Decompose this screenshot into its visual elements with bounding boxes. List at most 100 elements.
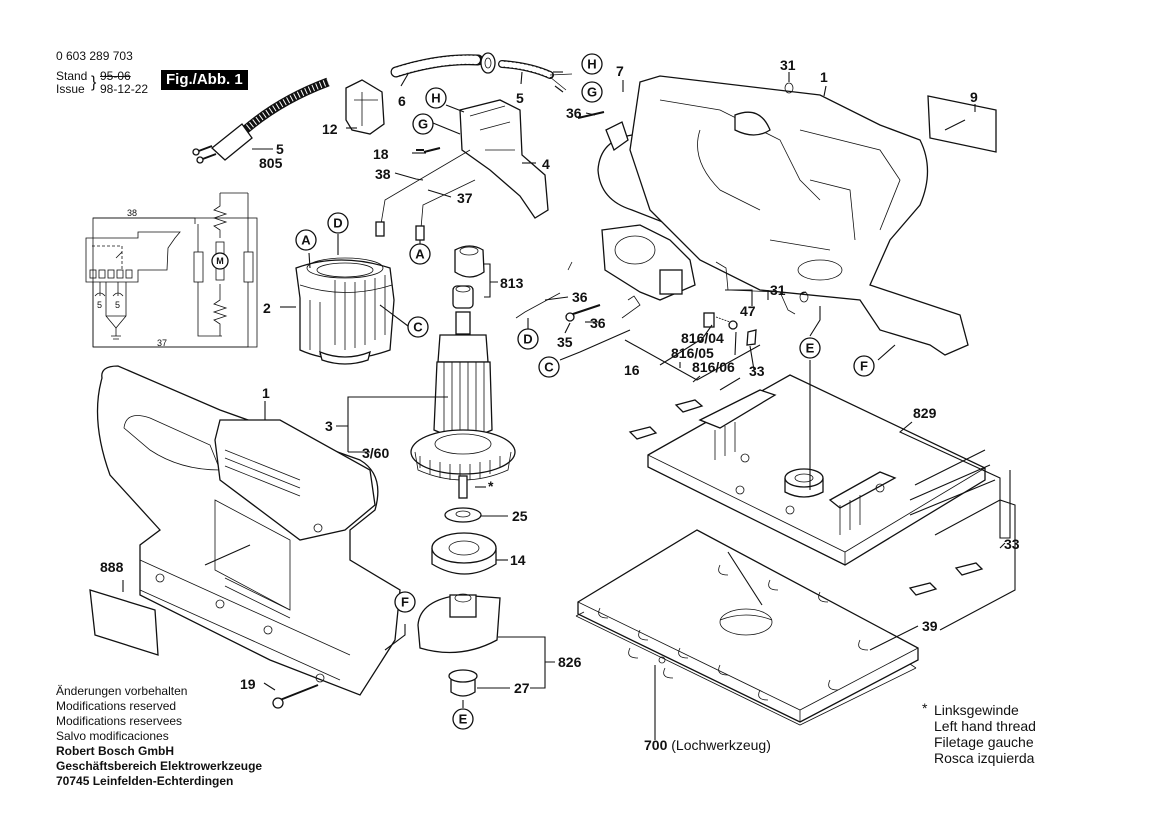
footer-line: Modifications reserved — [56, 699, 177, 713]
callout-A-stator: A — [295, 229, 317, 251]
svg-text:A: A — [415, 247, 425, 262]
division-name: Geschäftsbereich Elektrowerkzeuge — [56, 759, 263, 773]
label-part-36-screw: 36 — [566, 105, 582, 121]
o-ring-31b — [799, 291, 809, 303]
motor-housing-top — [577, 75, 997, 356]
screw-19 — [279, 684, 319, 701]
switch — [375, 99, 549, 241]
callout-H-switch: H — [425, 87, 447, 109]
svg-text:D: D — [523, 332, 532, 347]
label-part-33-right: 33 — [1004, 536, 1020, 552]
label-part-31-mid: 31 — [770, 282, 786, 298]
field-coil-bottom — [212, 284, 228, 336]
label-part-36-a: 36 — [572, 289, 588, 305]
tool-text: (Lochwerkzeug) — [671, 737, 771, 753]
note-line: Left hand thread — [934, 718, 1036, 734]
label-part-6: 6 — [398, 93, 406, 109]
label-part-826: 826 — [558, 654, 582, 670]
armature-shaft — [458, 475, 468, 499]
ground-symbol — [111, 328, 121, 340]
svg-text:H: H — [431, 91, 440, 106]
label-part-37: 37 — [457, 190, 473, 206]
callout-C-stator: C — [407, 316, 429, 338]
grommet — [480, 52, 496, 74]
footer-block: Änderungen vorbehalten Modifications res… — [56, 684, 262, 789]
callout-D-stator: D — [327, 212, 349, 234]
label-part-4: 4 — [542, 156, 550, 172]
figure-label: Fig./Abb. 1 — [161, 70, 248, 90]
leader-lines — [122, 71, 1016, 740]
label-part-18: 18 — [373, 146, 389, 162]
label-part-888: 888 — [100, 559, 124, 575]
sander-housing — [89, 365, 401, 709]
power-plug-cable — [192, 77, 330, 164]
note-line: Linksgewinde — [934, 702, 1019, 718]
o-ring-31 — [784, 82, 794, 94]
resistor-left — [193, 251, 204, 283]
label-part-16: 16 — [624, 362, 640, 378]
pads-33-bottom — [908, 562, 984, 596]
stand-value: 95-06 — [100, 69, 131, 83]
callout-F-housing: F — [853, 355, 875, 377]
brace: } — [91, 74, 97, 91]
label-part-7: 7 — [616, 63, 624, 79]
callout-A-wire: A — [409, 243, 431, 265]
stand-label: Stand — [56, 69, 88, 83]
callout-F-sander: F — [394, 591, 416, 613]
plug — [211, 123, 253, 161]
label-part-1-left: 1 — [262, 385, 270, 401]
lower-drive-parts — [417, 507, 501, 697]
base-plate — [628, 374, 986, 596]
label-part-805: 805 — [259, 155, 283, 171]
brush-816-04 — [703, 312, 715, 328]
motor-symbol — [211, 252, 229, 270]
label-part-5-plug: 5 — [276, 141, 284, 157]
svg-text:G: G — [587, 85, 597, 100]
callouts: H G H G A D A C D C E F F E — [295, 53, 875, 730]
svg-text:E: E — [806, 341, 815, 356]
svg-text:C: C — [413, 320, 423, 335]
field-stator — [295, 257, 395, 365]
label-part-12: 12 — [322, 121, 338, 137]
svg-text:G: G — [418, 117, 428, 132]
label-part-25: 25 — [512, 508, 528, 524]
cap-816-06 — [746, 329, 757, 346]
footer-line: Änderungen vorbehalten — [56, 684, 188, 698]
svg-text:D: D — [333, 216, 342, 231]
spring-47 — [715, 261, 796, 315]
label-star: * — [488, 478, 494, 494]
svg-text:H: H — [587, 57, 596, 72]
label-part-35: 35 — [557, 334, 573, 350]
thread-note: * Linksgewinde Left hand thread Filetage… — [922, 700, 1036, 766]
callout-G-switch: G — [412, 113, 434, 135]
wire-38-label: 38 — [127, 208, 137, 218]
svg-text:E: E — [459, 712, 468, 727]
svg-text:F: F — [401, 595, 409, 610]
svg-text:F: F — [860, 359, 868, 374]
brush-holder-assembly — [515, 224, 809, 346]
callout-E-housing: E — [799, 337, 821, 359]
armature — [410, 245, 516, 499]
tool-note: 700 (Lochwerkzeug) — [644, 737, 771, 753]
label-part-27: 27 — [514, 680, 530, 696]
label-888 — [89, 589, 159, 656]
label-part-5-cable: 5 — [516, 90, 524, 106]
label-part-816-06: 816/06 — [692, 359, 735, 375]
issue-value: 98-12-22 — [100, 82, 149, 96]
counterweight-826 — [417, 594, 501, 654]
label-part-14: 14 — [510, 552, 526, 568]
resistor-right — [243, 251, 254, 283]
note-line: Rosca izquierda — [934, 750, 1035, 766]
address: 70745 Leinfelden-Echterdingen — [56, 774, 234, 788]
label-part-3-60: 3/60 — [362, 445, 389, 461]
footer-line: Modifications reservees — [56, 714, 183, 728]
label-part-9: 9 — [970, 89, 978, 105]
company-name: Robert Bosch GmbH — [56, 744, 175, 758]
footer-line: Salvo modificaciones — [56, 729, 169, 743]
label-part-816-04: 816/04 — [681, 330, 724, 346]
screw-36 — [577, 111, 605, 119]
switch-symbol — [85, 231, 181, 283]
pads-33-top — [628, 399, 704, 440]
part-7 — [605, 121, 629, 152]
